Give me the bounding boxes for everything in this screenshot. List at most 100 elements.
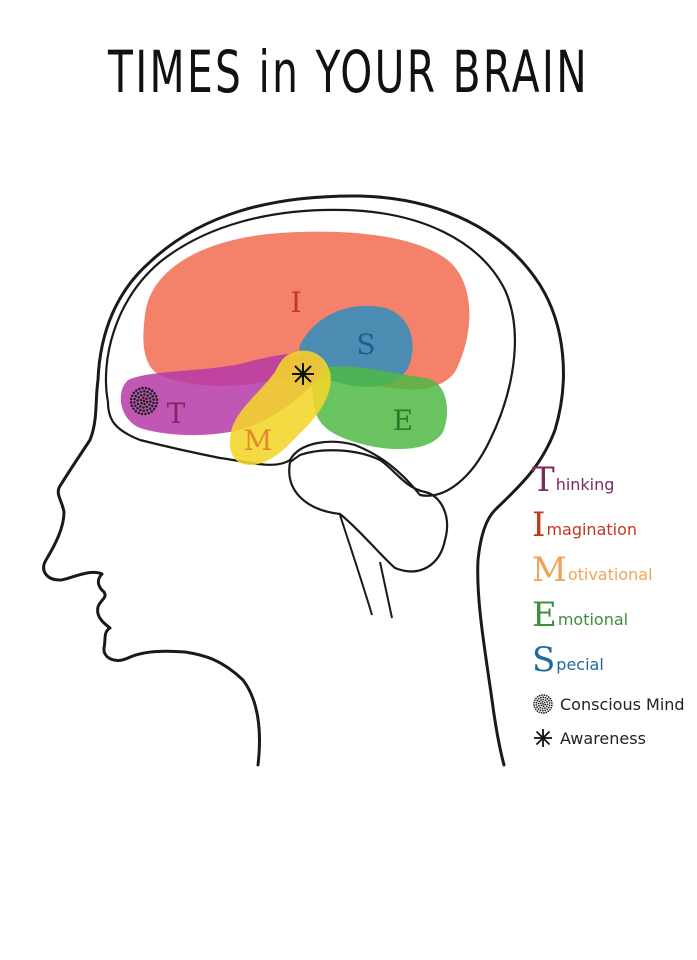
dot bbox=[541, 709, 544, 712]
legend-item-conscious-mind: Conscious Mind bbox=[532, 687, 692, 721]
dot bbox=[544, 707, 546, 709]
brain-outline bbox=[104, 208, 516, 497]
dot bbox=[533, 701, 536, 704]
dot bbox=[549, 697, 552, 700]
dot bbox=[543, 701, 546, 704]
dot bbox=[147, 411, 151, 415]
dot bbox=[137, 411, 141, 415]
dot bbox=[143, 393, 146, 396]
dot bbox=[541, 694, 543, 696]
dot bbox=[550, 704, 553, 707]
dot bbox=[136, 392, 140, 395]
dot bbox=[130, 404, 134, 408]
dot bbox=[141, 386, 144, 390]
dot bbox=[134, 404, 137, 407]
legend-cap: M bbox=[532, 550, 567, 590]
dot bbox=[147, 387, 151, 391]
page-title: TIMES in YOUR BRAIN bbox=[108, 38, 589, 106]
dot bbox=[533, 704, 535, 706]
dot bbox=[547, 696, 550, 698]
legend-label: motional bbox=[557, 610, 629, 629]
dot bbox=[536, 706, 538, 709]
dot bbox=[136, 399, 139, 402]
legend-symbol-label: Conscious Mind bbox=[560, 694, 685, 714]
dot bbox=[150, 389, 154, 393]
dot bbox=[137, 387, 141, 391]
motivational-region bbox=[229, 350, 331, 465]
dot bbox=[146, 394, 149, 397]
dot bbox=[536, 695, 539, 698]
legend-cap: I bbox=[532, 505, 546, 545]
brain-stem-line-left bbox=[339, 514, 373, 616]
dot bbox=[130, 394, 134, 398]
dot bbox=[148, 407, 152, 410]
special-letter: S bbox=[356, 328, 375, 361]
dot bbox=[541, 707, 544, 710]
dot bbox=[542, 703, 544, 705]
dot bbox=[534, 708, 537, 711]
dot bbox=[154, 404, 158, 408]
dot bbox=[533, 706, 536, 709]
dot bbox=[153, 392, 156, 395]
legend-cap: S bbox=[532, 640, 556, 680]
awareness-star-icon bbox=[534, 729, 552, 747]
emotional-region bbox=[312, 366, 448, 450]
dot bbox=[547, 710, 550, 713]
dot bbox=[148, 396, 152, 400]
head-outline bbox=[42, 194, 565, 767]
dot bbox=[539, 706, 542, 709]
dot bbox=[132, 391, 136, 395]
legend-symbol-label: Awareness bbox=[560, 728, 646, 748]
dot bbox=[548, 702, 551, 704]
dot bbox=[140, 401, 143, 405]
dot bbox=[139, 393, 143, 397]
dot bbox=[539, 709, 542, 712]
dot bbox=[545, 711, 548, 714]
legend-label: hinking bbox=[555, 475, 615, 494]
dot bbox=[142, 409, 146, 413]
dot bbox=[544, 709, 547, 712]
dot bbox=[533, 699, 536, 702]
dot bbox=[150, 410, 153, 413]
legend-cap: T bbox=[532, 460, 555, 500]
legend-cap: E bbox=[532, 595, 557, 635]
dot bbox=[535, 701, 538, 704]
dot bbox=[543, 694, 546, 697]
dot bbox=[155, 398, 159, 401]
dot bbox=[544, 699, 547, 702]
dot bbox=[538, 711, 541, 714]
dot bbox=[540, 711, 543, 714]
dot bbox=[535, 704, 538, 706]
dot bbox=[546, 703, 549, 706]
dot bbox=[145, 400, 149, 404]
dot bbox=[538, 705, 540, 707]
dot bbox=[144, 386, 148, 390]
dot bbox=[155, 401, 159, 405]
dot bbox=[133, 397, 136, 401]
dot bbox=[544, 703, 547, 706]
dot bbox=[539, 696, 542, 699]
dot bbox=[129, 401, 133, 404]
dot bbox=[550, 699, 553, 702]
imagination-letter: I bbox=[290, 286, 301, 319]
dot bbox=[542, 696, 545, 699]
dot bbox=[545, 705, 548, 708]
dot bbox=[549, 708, 551, 711]
dot bbox=[140, 412, 144, 416]
conscious-mind-dots-icon bbox=[129, 386, 159, 416]
dot bbox=[149, 392, 152, 396]
dot bbox=[146, 390, 149, 394]
awareness-star-icon bbox=[292, 363, 314, 385]
dot bbox=[540, 704, 543, 707]
legend-item-awareness: Awareness bbox=[532, 721, 692, 755]
dot bbox=[139, 405, 142, 408]
dot bbox=[539, 702, 542, 705]
dot bbox=[133, 401, 136, 404]
